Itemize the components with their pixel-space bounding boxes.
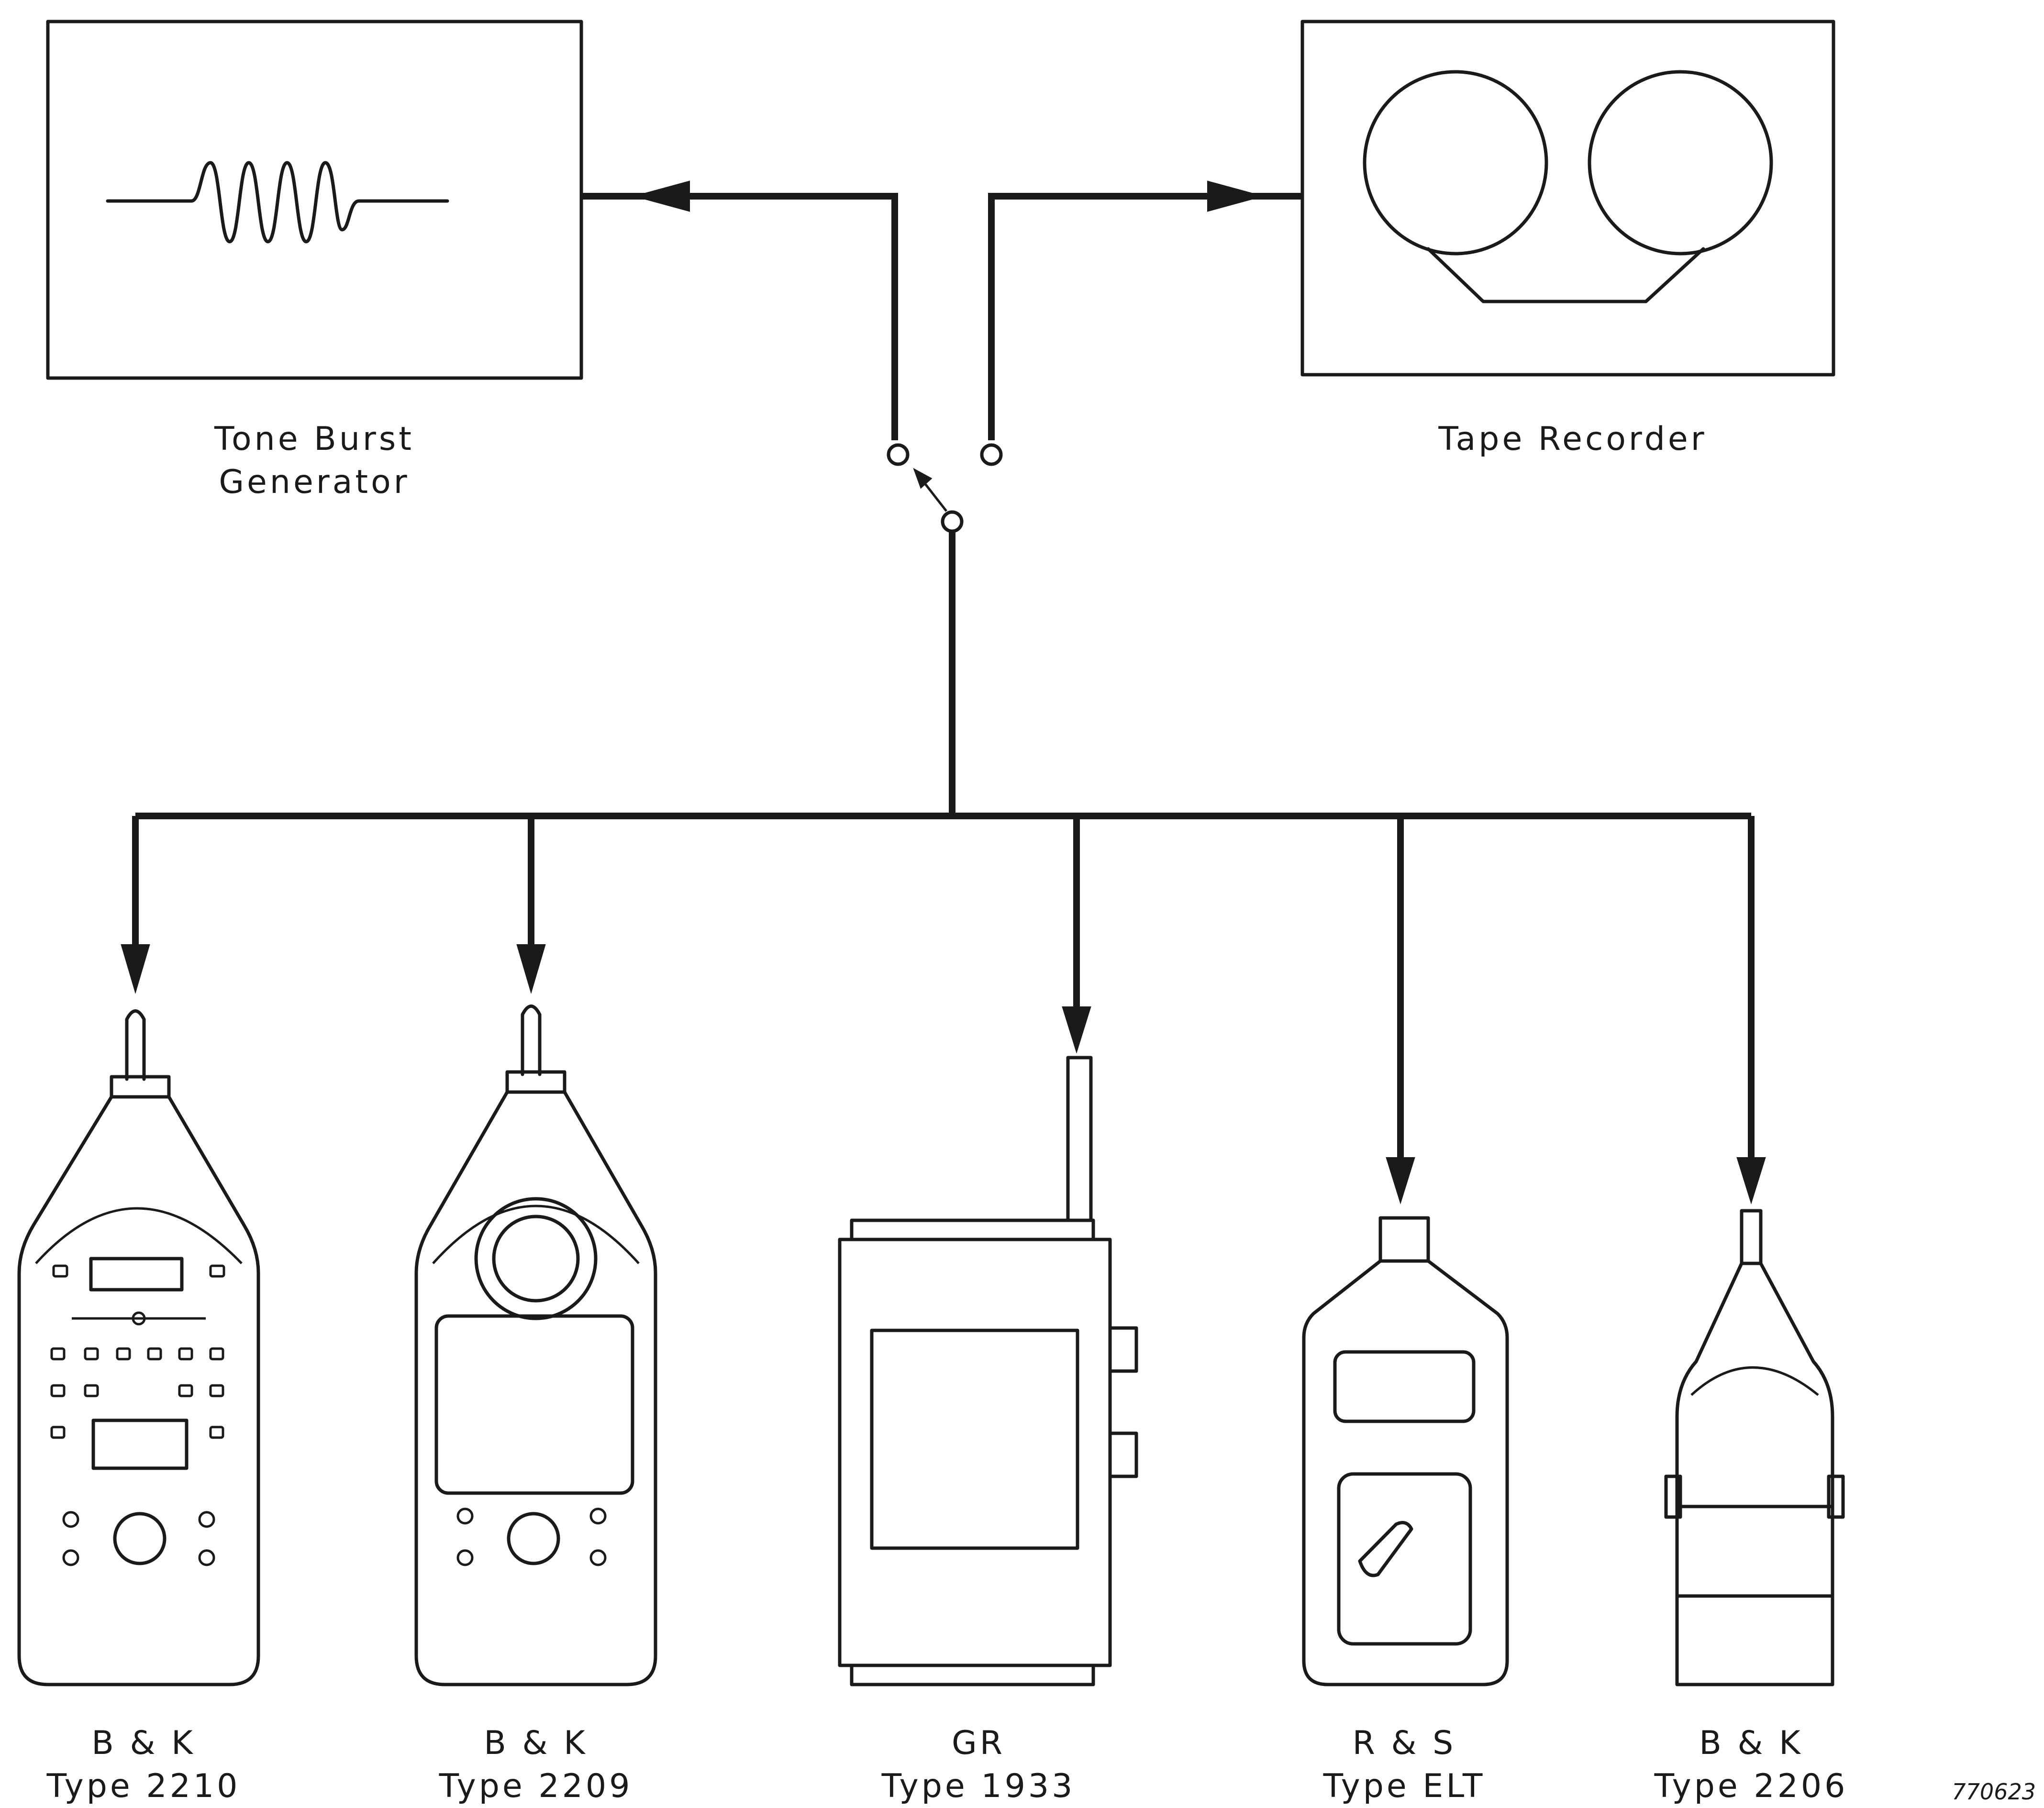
tone-burst-generator-label-line2: Generator [219, 463, 410, 501]
meter-elt-dial-panel [1337, 1472, 1472, 1646]
meter-2206-make-label: B & K [1699, 1724, 1803, 1762]
tone-burst-generator: Tone Burst Generator [46, 20, 583, 501]
meter-bk-2206: B & K Type 2206 [1654, 1209, 1848, 1805]
switch-common-contact [941, 510, 964, 533]
tape-recorder: Tape Recorder [1300, 20, 1835, 458]
meter-2209-dial-inner [492, 1215, 580, 1303]
meter-2210-button [84, 1384, 99, 1397]
meter-elt-make-label: R & S [1353, 1724, 1456, 1762]
meter-bk-2209: B & K Type 2209 [414, 1004, 657, 1805]
figure-number: 770623 [1952, 1779, 2036, 1805]
drop-arrow-2209 [516, 944, 546, 994]
tone-burst-generator-box [46, 20, 583, 380]
meter-1933-display-icon [870, 1328, 1079, 1550]
meter-2210-indicator [132, 1311, 146, 1326]
tape-recorder-label: Tape Recorder [1438, 420, 1707, 458]
meter-2210-body [17, 1095, 260, 1686]
tape-path-icon [1426, 247, 1705, 303]
meter-2206-microphone-icon [1740, 1209, 1763, 1265]
meter-elt-display-icon [1333, 1350, 1476, 1423]
meter-1933-type-label: Type 1933 [881, 1767, 1076, 1805]
meter-2209-jack [456, 1549, 474, 1566]
meter-2210-button [52, 1264, 68, 1278]
drop-arrow-1933 [1062, 1006, 1091, 1054]
meter-2209-dial-outer [474, 1197, 598, 1320]
tone-burst-generator-label-line1: Tone Burst [214, 420, 414, 458]
switch-contact-recorder [980, 443, 1003, 466]
meter-2210-jack [62, 1511, 79, 1528]
meter-elt-needle-icon [1358, 1521, 1413, 1577]
meter-2209-jack [589, 1507, 607, 1525]
meter-2210-button [209, 1426, 224, 1439]
recorder-wire-arrow [1207, 180, 1265, 212]
meter-2210-type-label: Type 2210 [46, 1767, 241, 1805]
meter-2210-button [209, 1264, 225, 1278]
meter-2210-mic-collar [110, 1075, 171, 1099]
meter-2210-button [50, 1384, 66, 1397]
meter-2210-second-display-icon [91, 1418, 189, 1470]
meter-2210-button [50, 1347, 66, 1361]
recorder-output-wire [988, 193, 1302, 440]
meter-2209-knob [507, 1512, 560, 1565]
meter-2206-side-tab [1827, 1474, 1845, 1519]
meter-2209-jack [589, 1549, 607, 1566]
meter-elt-body [1302, 1259, 1509, 1686]
meter-rs-elt: R & S Type ELT [1302, 1216, 1509, 1805]
meter-1933-side-knob [1108, 1431, 1138, 1478]
meter-2210-button [178, 1347, 193, 1361]
meter-2210-make-label: B & K [91, 1724, 196, 1762]
right-reel-icon [1588, 70, 1773, 256]
drop-arrow-2206 [1736, 1157, 1766, 1205]
left-reel-icon [1363, 70, 1548, 256]
meter-2206-shoulder [1690, 1366, 1819, 1396]
switch-contact-generator [887, 443, 910, 466]
meter-2210-button [84, 1347, 99, 1361]
drop-arrow-2210 [121, 944, 150, 994]
selector-switch [581, 180, 1302, 816]
meter-2206-side-tab [1664, 1474, 1682, 1519]
meter-gr-1933: GR Type 1933 [838, 1056, 1138, 1805]
meter-elt-microphone-icon [1378, 1216, 1430, 1263]
meter-2209-body [414, 1090, 657, 1686]
switch-lever-arrow-icon [913, 468, 933, 489]
meter-2210-button [147, 1347, 162, 1361]
meter-2210-knob [113, 1512, 167, 1565]
meter-2206-body [1675, 1261, 1834, 1686]
generator-output-wire [581, 193, 898, 440]
meter-2210-button [116, 1347, 131, 1361]
meter-2209-face-outline [432, 1205, 640, 1264]
meter-2209-type-label: Type 2209 [439, 1767, 633, 1805]
meter-2210-display-icon [89, 1257, 184, 1292]
meter-2210-button [50, 1426, 66, 1439]
meter-2210-button [209, 1347, 224, 1361]
meter-2210-button [209, 1384, 224, 1397]
meter-bk-2210: B & K Type 2210 [17, 1009, 260, 1805]
meter-1933-microphone-icon [1066, 1056, 1093, 1222]
distribution-bus [121, 813, 1766, 1205]
drop-arrow-elt [1386, 1157, 1415, 1205]
meter-2209-make-label: B & K [484, 1724, 588, 1762]
meter-elt-type-label: Type ELT [1323, 1767, 1486, 1805]
generator-wire-arrow [633, 180, 690, 212]
meter-2210-face-outline [35, 1207, 243, 1264]
meter-2209-mic-collar [505, 1070, 567, 1094]
meter-2210-jack [62, 1549, 79, 1566]
meter-2209-display-icon [434, 1314, 634, 1495]
tape-recorder-box [1300, 20, 1835, 377]
meter-1933-top-ridge [850, 1218, 1095, 1241]
meter-1933-bottom-ridge [850, 1663, 1095, 1686]
meter-1933-body [838, 1238, 1112, 1667]
meter-2206-type-label: Type 2206 [1654, 1767, 1848, 1805]
meter-1933-side-knob [1108, 1326, 1138, 1373]
tone-burst-waveform-icon [106, 161, 449, 244]
meter-2210-microphone-icon [125, 1009, 146, 1081]
meter-2210-jack [198, 1511, 215, 1528]
meter-2210-jack [198, 1549, 215, 1566]
meter-2210-button [178, 1384, 193, 1397]
meter-2209-microphone-icon [521, 1004, 542, 1076]
meter-1933-make-label: GR [952, 1724, 1005, 1762]
meter-2209-jack [456, 1507, 474, 1525]
